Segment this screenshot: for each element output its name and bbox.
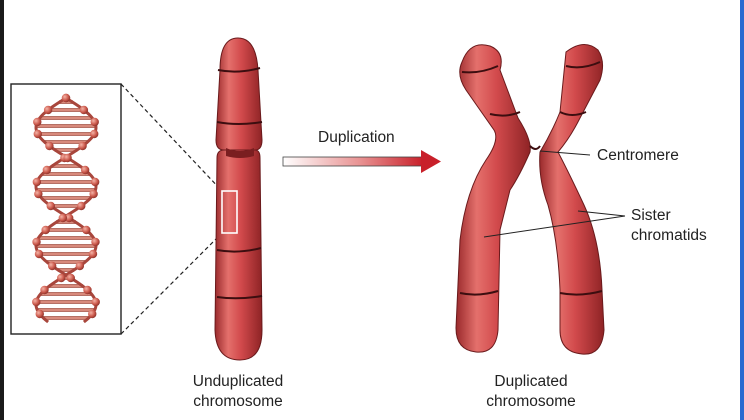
unduplicated-caption-line1: Unduplicated: [168, 372, 308, 392]
dna-base-pair-rung: [38, 236, 93, 239]
unduplicated-chromosome: [215, 38, 262, 360]
dna-nucleotide-sphere: [90, 130, 98, 138]
dna-nucleotide-sphere: [83, 286, 91, 294]
right-sister-chromatid: [540, 44, 604, 354]
dna-base-pair-rung: [40, 116, 92, 119]
dna-nucleotide-sphere: [88, 310, 96, 318]
dna-nucleotide-sphere: [81, 166, 89, 174]
sister-chromatids-label: Sister chromatids: [631, 206, 707, 246]
dna-nucleotide-sphere: [34, 190, 42, 198]
left-sister-chromatid: [456, 45, 530, 352]
dna-nucleotide-sphere: [80, 106, 88, 114]
duplicated-chromosome-caption: Duplicated chromosome: [461, 372, 601, 412]
dna-nucleotide-sphere: [47, 202, 55, 210]
dna-nucleotide-sphere: [43, 166, 51, 174]
dna-base-pair-rung: [36, 300, 95, 303]
dna-base-pair-rung: [39, 252, 93, 255]
dna-nucleotide-sphere: [41, 226, 49, 234]
dna-nucleotide-sphere: [33, 118, 41, 126]
dna-base-pair-rung: [51, 204, 81, 207]
dna-nucleotide-sphere: [48, 262, 56, 270]
dna-nucleotide-sphere: [91, 118, 99, 126]
dna-base-pair-rung: [37, 188, 96, 191]
duplicated-chromosome: [456, 44, 604, 354]
dna-nucleotide-sphere: [40, 286, 48, 294]
dna-nucleotide-sphere: [92, 298, 100, 306]
dna-nucleotide-sphere: [82, 226, 90, 234]
dna-base-pair-rung: [49, 284, 82, 287]
dna-nucleotide-sphere: [35, 250, 43, 258]
dna-base-pair-rung: [37, 308, 94, 311]
dna-base-pair-rung: [48, 108, 84, 111]
dna-base-pair-rung: [38, 132, 94, 135]
dna-nucleotide-sphere: [44, 106, 52, 114]
unduplicated-caption-line2: chromosome: [168, 392, 308, 412]
right-frame-edge: [740, 0, 744, 420]
sister-label-line1: Sister: [631, 206, 707, 226]
duplication-arrow-icon: [283, 150, 441, 173]
dna-nucleotide-sphere: [36, 310, 44, 318]
duplication-label: Duplication: [318, 128, 395, 148]
dna-nucleotide-sphere: [34, 130, 42, 138]
zoom-line-bottom: [121, 233, 222, 334]
dna-nucleotide-sphere: [89, 190, 97, 198]
dna-nucleotide-sphere: [91, 238, 99, 246]
dna-base-pair-rung: [46, 228, 87, 231]
dna-base-pair-rung: [41, 196, 90, 199]
dna-nucleotide-sphere: [32, 238, 40, 246]
centromere-constriction: [530, 146, 540, 149]
dna-inset-box: [11, 84, 121, 334]
unduplicated-chromosome-caption: Unduplicated chromosome: [168, 372, 308, 412]
dna-nucleotide-sphere: [91, 178, 99, 186]
dna-base-pair-rung: [37, 180, 95, 183]
zoom-line-top: [121, 84, 222, 191]
dna-nucleotide-sphere: [33, 178, 41, 186]
dna-nucleotide-sphere: [67, 274, 75, 282]
dna-nucleotide-sphere: [63, 154, 71, 162]
sister-label-line2: chromatids: [631, 226, 707, 246]
dna-nucleotide-sphere: [89, 250, 97, 258]
dna-nucleotide-sphere: [57, 274, 65, 282]
dna-base-pair-rung: [36, 244, 96, 247]
dna-nucleotide-sphere: [77, 202, 85, 210]
dna-base-pair-rung: [43, 316, 88, 319]
dna-nucleotide-sphere: [76, 262, 84, 270]
left-frame-edge: [0, 0, 4, 420]
dna-nucleotide-sphere: [59, 214, 67, 222]
duplicated-caption-line1: Duplicated: [461, 372, 601, 392]
duplicated-caption-line2: chromosome: [461, 392, 601, 412]
dna-nucleotide-sphere: [32, 298, 40, 306]
dna-base-pair-rung: [36, 124, 96, 127]
centromere-label: Centromere: [597, 146, 679, 166]
dna-base-pair-rung: [41, 292, 92, 295]
dna-nucleotide-sphere: [62, 94, 70, 102]
dna-nucleotide-sphere: [45, 142, 53, 150]
dna-nucleotide-sphere: [78, 142, 86, 150]
